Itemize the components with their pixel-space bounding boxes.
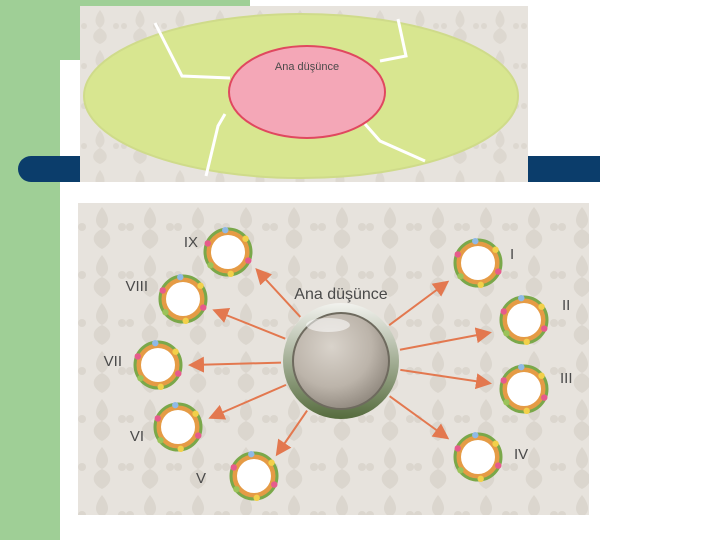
wreath-flower <box>541 325 547 331</box>
wreath-flower <box>162 309 168 315</box>
node-blank <box>161 410 195 444</box>
top-diagram: Ana düşünce <box>80 6 528 182</box>
roman-numeral-label: III <box>560 370 573 387</box>
node-blank <box>211 235 245 269</box>
wreath-flower <box>503 330 509 336</box>
wreath-flower <box>242 236 248 242</box>
wreath-flower <box>245 257 251 263</box>
wreath-flower <box>478 282 484 288</box>
wreath-flower <box>228 271 234 277</box>
node-blank <box>461 440 495 474</box>
wreath-flower <box>157 437 163 443</box>
node-blank <box>461 246 495 280</box>
node-blank <box>237 459 271 493</box>
wreath-flower <box>541 394 547 400</box>
roman-numeral-label: IV <box>514 446 528 463</box>
orb-highlight <box>306 318 350 332</box>
wreath-flower <box>472 238 478 244</box>
wreath-flower <box>205 240 211 246</box>
wreath-flower <box>501 308 507 314</box>
wreath-flower <box>177 274 183 280</box>
wreath-flower <box>518 295 524 301</box>
wreath-flower <box>192 411 198 417</box>
wreath-flower <box>495 268 501 274</box>
wreath-flower <box>175 370 181 376</box>
wreath-flower <box>155 415 161 421</box>
top-diagram-panel: Ana düşünce <box>80 6 528 182</box>
main-idea-label: Ana düşünce <box>294 286 388 303</box>
wreath-flower <box>197 283 203 289</box>
roman-numeral-label: II <box>562 297 570 314</box>
wreath-flower <box>137 375 143 381</box>
wreath-flower <box>538 373 544 379</box>
wreath-flower <box>172 349 178 355</box>
wreath-flower <box>233 486 239 492</box>
wreath-flower <box>231 464 237 470</box>
wreath-flower <box>222 227 228 233</box>
node-blank <box>141 348 175 382</box>
left-accent-bar <box>0 0 60 540</box>
wreath-flower <box>492 441 498 447</box>
wreath-flower <box>178 446 184 452</box>
wreath-flower <box>248 451 254 457</box>
main-idea-ellipse <box>229 46 385 138</box>
wreath-flower <box>538 304 544 310</box>
wreath-flower <box>518 364 524 370</box>
roman-numeral-label: VIII <box>125 278 148 295</box>
roman-numeral-label: V <box>196 470 206 487</box>
wreath-flower <box>183 318 189 324</box>
wreath-flower <box>268 460 274 466</box>
wreath-flower <box>195 432 201 438</box>
node-blank <box>166 282 200 316</box>
wreath-flower <box>172 402 178 408</box>
wreath-flower <box>501 377 507 383</box>
wreath-flower <box>457 467 463 473</box>
node-blank <box>507 372 541 406</box>
wreath-flower <box>207 262 213 268</box>
wreath-flower <box>200 304 206 310</box>
wreath-flower <box>503 399 509 405</box>
wreath-flower <box>524 408 530 414</box>
wreath-flower <box>495 462 501 468</box>
roman-numeral-label: IX <box>184 234 198 251</box>
wreath-flower <box>524 339 530 345</box>
wreath-flower <box>455 445 461 451</box>
wreath-flower <box>160 287 166 293</box>
wreath-flower <box>457 273 463 279</box>
wreath-flower <box>492 247 498 253</box>
roman-numeral-label: VI <box>130 428 144 445</box>
wreath-flower <box>455 251 461 257</box>
wreath-flower <box>254 495 260 501</box>
node-blank <box>507 303 541 337</box>
wreath-flower <box>135 353 141 359</box>
wreath-flower <box>478 476 484 482</box>
wreath-flower <box>472 432 478 438</box>
roman-numeral-label: VII <box>104 353 122 370</box>
wreath-flower <box>271 481 277 487</box>
roman-numeral-label: I <box>510 246 514 263</box>
wreath-flower <box>158 384 164 390</box>
wreath-flower <box>152 340 158 346</box>
main-idea-label: Ana düşünce <box>275 61 339 73</box>
